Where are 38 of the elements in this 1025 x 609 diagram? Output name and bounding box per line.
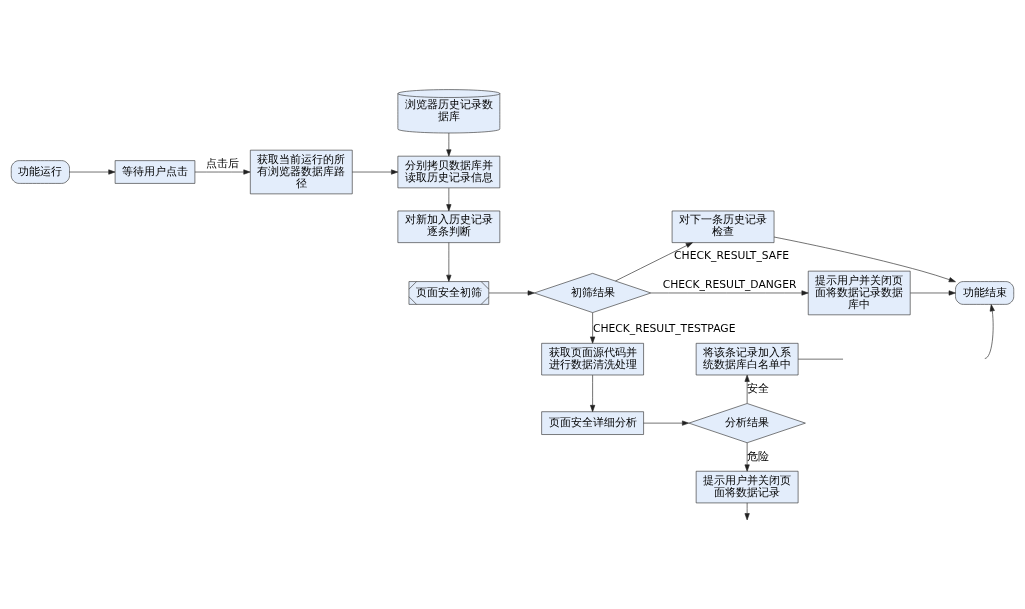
arrow (590, 311, 596, 344)
node-diamond: 分析结果 (688, 402, 806, 443)
arrow (615, 241, 693, 281)
edge-label: 安全 (747, 381, 770, 395)
node-box: 对下一条历史记录检查 (671, 210, 775, 243)
edge-label: CHECK_RESULT_DANGER (662, 277, 797, 291)
node-box: 提示用户并关闭页面将数据记录 (695, 470, 799, 503)
arrow (744, 374, 750, 404)
node-box: 将该条记录加入系统数据库白名单中 (695, 342, 799, 375)
edge-label: CHECK_RESULT_SAFE (674, 248, 790, 262)
arrow (744, 442, 750, 471)
arrow (69, 169, 116, 175)
node-box: 获取当前运行的所有浏览器数据库路径 (250, 149, 353, 194)
arrow (650, 289, 809, 295)
node-box: 功能结束 (955, 280, 1015, 305)
arrow (446, 187, 452, 211)
arrow (984, 303, 995, 359)
arrow (643, 420, 689, 426)
node-box: 提示用户并关闭页面将数据记录数据库中 (807, 270, 911, 315)
arrow (488, 289, 535, 295)
arrow (910, 289, 956, 295)
edge-label: 危险 (747, 449, 770, 463)
edge-label: CHECK_RESULT_TESTPAGE (592, 321, 736, 335)
node-box: 获取页面源代码并进行数据清洗处理 (541, 342, 644, 375)
arrow (446, 241, 452, 282)
node-box: 功能运行 (10, 159, 70, 184)
arrow (590, 374, 596, 412)
node-box: 页面安全详细分析 (541, 410, 644, 435)
edge-label: 点击后 (206, 156, 240, 170)
arrow (773, 236, 956, 282)
arrow (352, 169, 399, 175)
node-diamond: 初筛结果 (534, 272, 652, 313)
node-box: 对新加入历史记录逐条判断 (397, 210, 501, 243)
arrow (446, 132, 452, 156)
node-box: 等待用户点击 (114, 159, 196, 184)
arrow (194, 169, 251, 175)
arrow (744, 502, 750, 520)
node-box: 分别拷贝数据库并读取历史记录信息 (397, 155, 501, 188)
